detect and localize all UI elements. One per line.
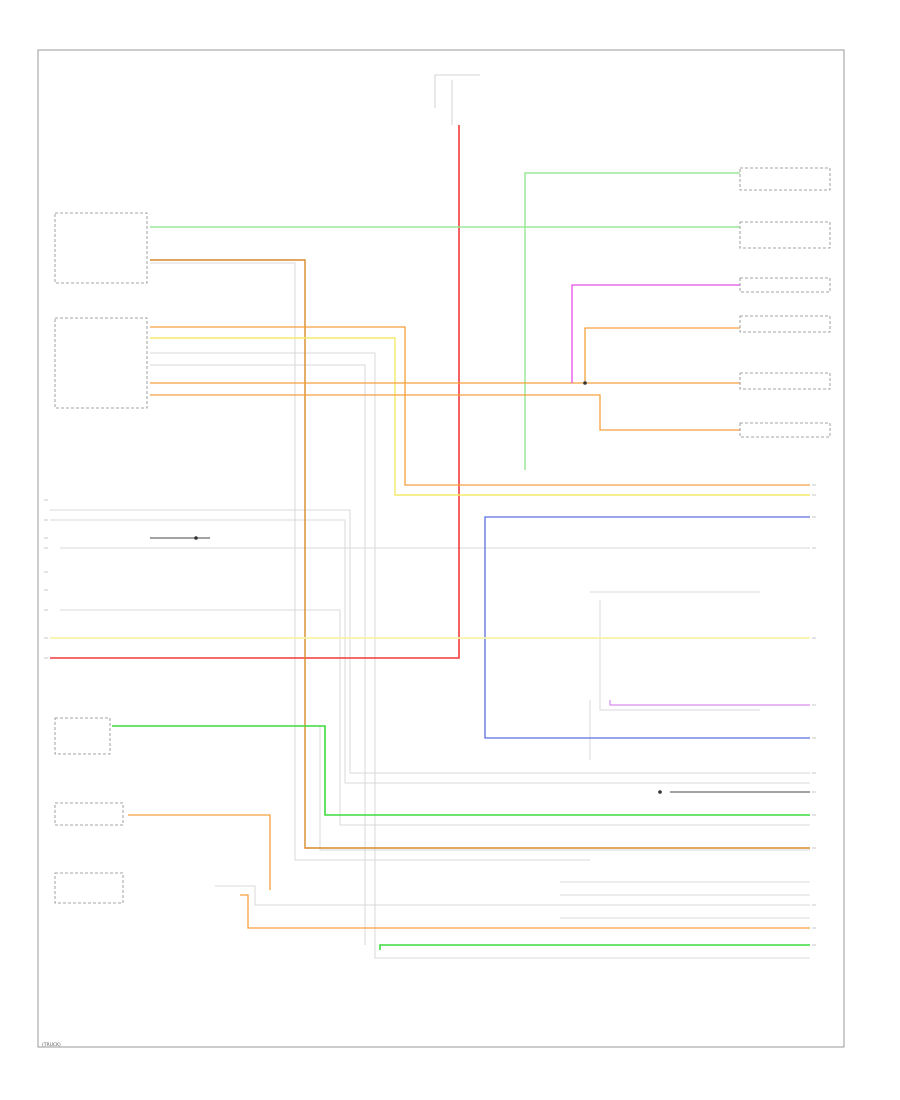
splices — [194, 381, 662, 794]
left-pin-ticks — [44, 499, 48, 659]
wire-orange-bottom — [240, 894, 810, 929]
component-box-r6 — [739, 422, 831, 438]
wire-orange-ntc4 — [150, 394, 740, 431]
splice-dot — [583, 381, 587, 385]
grey-wires — [50, 262, 810, 959]
component-box-r2 — [739, 221, 831, 249]
component-box-4 — [54, 802, 124, 826]
wire-green-bottom — [379, 944, 810, 950]
diagram-frame — [37, 49, 845, 1048]
wire-dark-orange — [150, 259, 810, 849]
splice-dot — [194, 536, 198, 540]
component-box-2 — [54, 317, 148, 409]
top-connector — [434, 74, 480, 125]
wire-red — [50, 125, 460, 659]
component-box-r4 — [739, 315, 831, 333]
component-box-3 — [54, 717, 111, 755]
wire-yellow-ntc2 — [150, 337, 810, 496]
component-box-r1 — [739, 167, 831, 191]
right-components — [739, 167, 831, 438]
left-components — [54, 212, 148, 904]
wire-magenta — [571, 284, 740, 383]
colored-wires — [50, 125, 810, 950]
wire-green-lower — [112, 725, 810, 816]
wire-green-vertical — [524, 172, 740, 470]
wire-orange-lower — [128, 814, 271, 890]
component-box-r5 — [739, 372, 831, 390]
wire-orange-right — [584, 327, 740, 383]
component-box-r3 — [739, 277, 831, 293]
component-box-1 — [54, 212, 148, 284]
wire-blue — [484, 516, 810, 739]
right-pin-ticks — [812, 484, 816, 946]
page-reference: (TRUCK) — [42, 1042, 61, 1048]
splice-dot — [658, 790, 662, 794]
component-box-5 — [54, 872, 124, 904]
wire-violet — [609, 700, 810, 706]
wire-orange-ntc1 — [150, 326, 810, 486]
